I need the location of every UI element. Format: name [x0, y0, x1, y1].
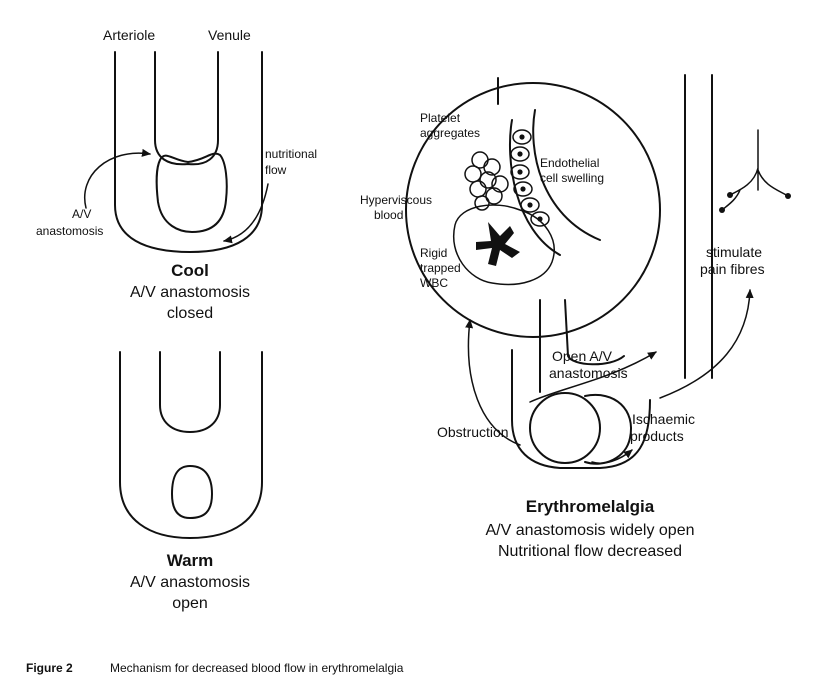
ery-caption-line2: Nutritional flow decreased: [498, 543, 682, 560]
cool-inner-vessel: [155, 52, 218, 164]
ery-title: Erythromelalgia: [526, 497, 655, 516]
cool-caption-line1: A/V anastomosis: [130, 284, 250, 301]
platelet-label-line2: aggregates: [420, 126, 480, 140]
nutritional-label-line1: nutritional: [265, 147, 317, 161]
figure-caption-text: Mechanism for decreased blood flow in er…: [110, 661, 404, 675]
cool-capillary-loop: [157, 154, 227, 232]
platelet-aggregates: [465, 152, 508, 210]
obstruction-stippled-vessel: [530, 393, 600, 463]
endothelial-label-line1: Endothelial: [540, 156, 599, 170]
cool-panel: Arteriole Venule nutritional flow A/V an…: [36, 27, 317, 322]
warm-caption-line1: A/V anastomosis: [130, 574, 250, 591]
stimulate-label-line1: stimulate: [706, 244, 762, 260]
warm-panel: Warm A/V anastomosis open: [120, 352, 262, 612]
warm-outer-vessel: [120, 352, 262, 538]
ery-caption-line1: A/V anastomosis widely open: [486, 522, 695, 539]
av-label-line2: anastomosis: [36, 224, 103, 238]
wbc-nucleus: [476, 222, 520, 266]
ischaemic-label-line2: products: [630, 428, 684, 444]
rigid-label-line3: WBC: [420, 276, 448, 290]
ischaemic-label-line1: Ischaemic: [632, 411, 695, 427]
hyperviscous-label-line1: Hyperviscous: [360, 193, 432, 207]
pain-nerve-fibre: [719, 130, 791, 213]
erythromelalgia-panel: Platelet aggregates Endothelial cell swe…: [360, 75, 791, 560]
warm-capillary-loop: [172, 466, 212, 518]
open-av-label-line1: Open A/V: [552, 348, 613, 364]
figure-caption: Figure 2 Mechanism for decreased blood f…: [26, 661, 404, 675]
rigid-label-line1: Rigid: [420, 246, 447, 260]
warm-inner-vessel: [160, 352, 220, 432]
cool-caption-line2: closed: [167, 305, 213, 322]
nutritional-label-line2: flow: [265, 163, 287, 177]
warm-title: Warm: [167, 551, 214, 570]
cool-outer-vessel: [115, 52, 262, 252]
platelet-label-line1: Platelet: [420, 111, 461, 125]
endothelial-label-line2: cell swelling: [540, 171, 604, 185]
av-label-line1: A/V: [72, 207, 91, 221]
venule-label: Venule: [208, 27, 251, 43]
open-av-label-line2: anastomosis: [549, 365, 628, 381]
stimulate-label-line2: pain fibres: [700, 261, 765, 277]
figure-caption-label: Figure 2: [26, 661, 73, 675]
hyperviscous-label-line2: blood: [374, 208, 403, 222]
rigid-label-line2: trapped: [420, 261, 461, 275]
warm-caption-line2: open: [172, 595, 208, 612]
arteriole-label: Arteriole: [103, 27, 155, 43]
endothelial-wall-outer: [510, 120, 560, 255]
ischaemic-to-pain-arrow: [660, 290, 750, 398]
av-anastomosis-arrow: [85, 153, 150, 208]
cool-title: Cool: [171, 261, 209, 280]
